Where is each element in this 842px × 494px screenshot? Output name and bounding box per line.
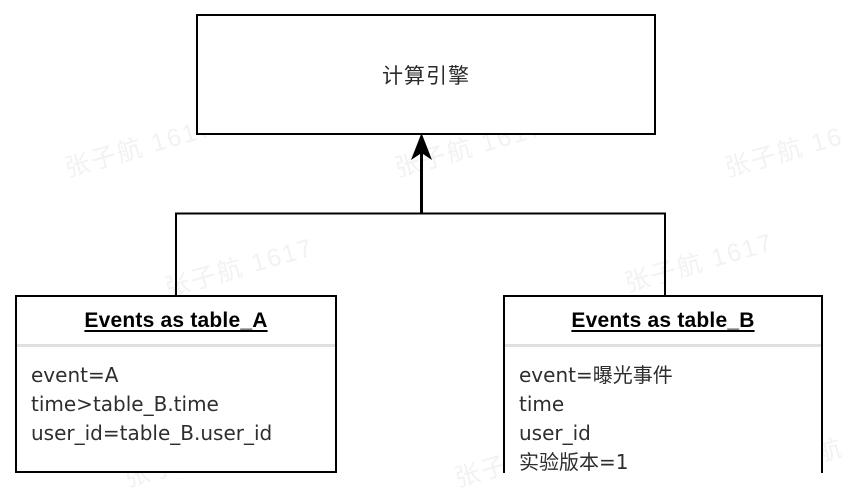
engine-label: 计算引擎 — [382, 63, 470, 88]
table-a-body: event=A time>table_B.time user_id=table_… — [17, 347, 335, 471]
table-a-field: user_id=table_B.user_id — [31, 421, 273, 445]
table-b-body: event=曝光事件 time user_id 实验版本=1 — [505, 347, 821, 477]
table-a-field: time>table_B.time — [31, 392, 219, 416]
table-a-field: event=A — [31, 363, 119, 387]
table-a-title: Events as table_A — [84, 308, 268, 332]
table-b-header: Events as table_B — [505, 297, 821, 347]
table-b-field: event=曝光事件 — [519, 363, 673, 387]
table-node-table-a: Events as table_A event=A time>table_B.t… — [15, 295, 337, 473]
table-b-field: user_id — [519, 421, 591, 445]
table-node-table-b: Events as table_B event=曝光事件 time user_i… — [503, 295, 823, 477]
table-a-header: Events as table_A — [17, 297, 335, 347]
table-b-field: 实验版本=1 — [519, 450, 629, 474]
table-b-title: Events as table_B — [571, 308, 755, 332]
table-b-field: time — [519, 392, 565, 416]
engine-node: 计算引擎 — [196, 14, 656, 135]
arrow-head-icon — [411, 133, 432, 160]
